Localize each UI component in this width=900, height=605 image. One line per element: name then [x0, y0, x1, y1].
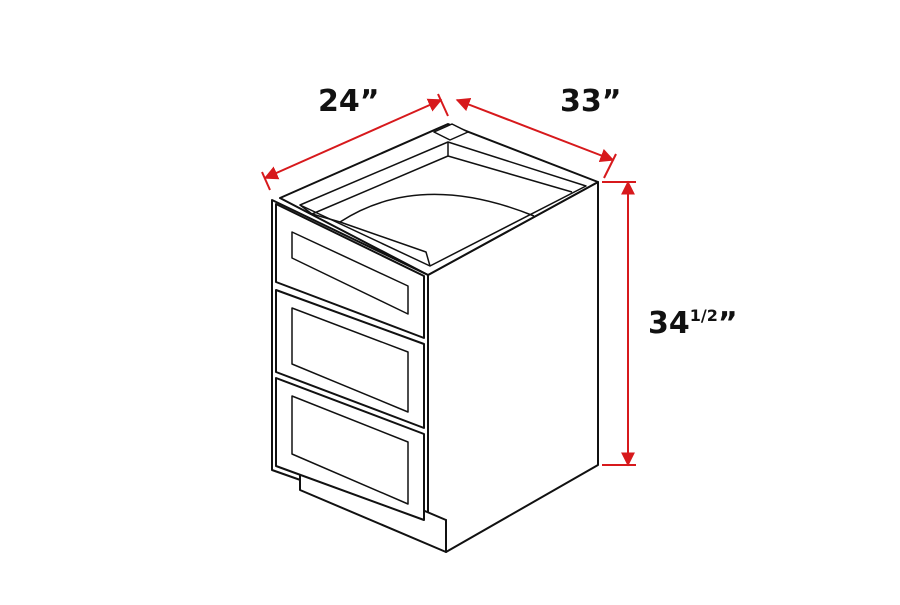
width-value: 24	[318, 84, 360, 119]
drawer-middle-panel	[291, 307, 409, 413]
drawer-top-panel	[291, 231, 409, 315]
width-dimension-label: 24”	[318, 84, 379, 119]
box-inner-walls	[299, 142, 573, 267]
height-value: 34	[648, 306, 690, 341]
dimension-lines	[261, 93, 636, 467]
depth-extension-right	[603, 153, 617, 179]
width-dimension-line	[263, 98, 443, 180]
width-inch-mark: ”	[359, 84, 380, 119]
depth-inch-mark: ”	[601, 84, 622, 119]
depth-dimension-label: 33”	[560, 84, 621, 119]
width-extension-left	[261, 171, 271, 191]
drawer-bottom-panel	[291, 395, 409, 505]
height-dimension-label: 341/2”	[648, 306, 738, 341]
box-floor-curve	[339, 193, 535, 223]
drawer-fronts	[275, 203, 425, 521]
depth-value: 33	[560, 84, 602, 119]
height-inch-mark: ”	[717, 306, 738, 341]
depth-dimension-line	[455, 97, 615, 163]
width-extension-right	[437, 93, 449, 117]
height-fraction: 1/2	[689, 306, 718, 325]
